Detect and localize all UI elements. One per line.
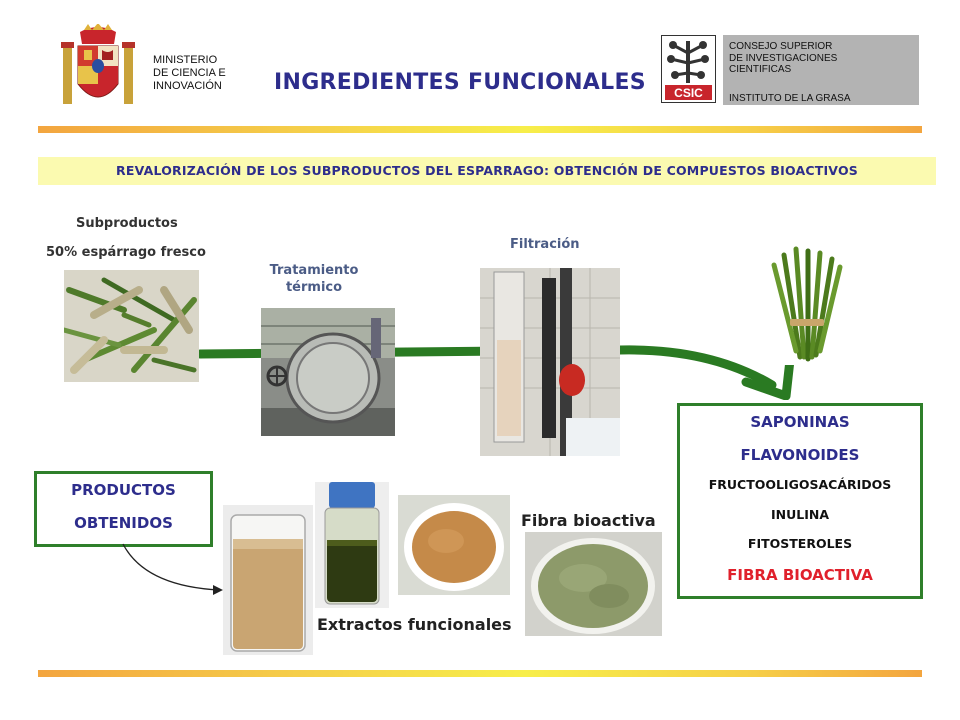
csic-line: CIENTIFICAS <box>729 64 792 75</box>
ministry-line: INNOVACIÓN <box>153 80 222 92</box>
extracts-label: Extractos funcionales <box>317 615 512 634</box>
filtration-label: Filtración <box>510 237 580 252</box>
top-divider <box>38 126 922 133</box>
compounds-box <box>677 403 923 599</box>
csic-line: DE INVESTIGACIONES <box>729 52 838 64</box>
products-connector-arrow <box>115 540 235 600</box>
compound-saponinas: SAPONINAS <box>750 413 850 431</box>
byproducts-detail: 50% espárrago fresco <box>46 245 206 260</box>
products-box-line: OBTENIDOS <box>74 514 173 532</box>
page-title: INGREDIENTES FUNCIONALES <box>274 70 646 95</box>
products-box <box>34 471 213 547</box>
csic-name: CONSEJO SUPERIOR DE INVESTIGACIONES CIEN… <box>729 41 837 76</box>
compound-fitosteroles: FITOSTEROLES <box>747 536 853 551</box>
thermal-treatment-label: Tratamiento térmico <box>269 263 359 295</box>
subtitle: REVALORIZACIÓN DE LOS SUBPRODUCTOS DEL E… <box>116 163 858 178</box>
ministry-name: MINISTERIO DE CIENCIA E INNOVACIÓN <box>153 54 226 93</box>
csic-line: CONSEJO SUPERIOR <box>729 41 833 52</box>
csic-header-box <box>723 35 919 105</box>
bottom-divider <box>38 670 922 677</box>
ministry-line: DE CIENCIA E <box>153 67 226 79</box>
csic-logo: CSIC <box>661 35 716 103</box>
compound-fructooligosacaridos: FRUCTOOLIGOSACÁRIDOS <box>708 477 892 492</box>
compound-fibra-bioactiva: FIBRA BIOACTIVA <box>727 566 873 584</box>
filtration-photo <box>480 268 620 456</box>
beaker-extract-photo <box>223 505 313 655</box>
asparagus-bunch-photo <box>760 245 850 365</box>
byproducts-label: Subproductos <box>76 216 178 231</box>
bioactive-fiber-photo <box>525 532 662 636</box>
byproducts-photo <box>64 270 199 382</box>
green-extract-bottle-photo <box>315 482 389 608</box>
fiber-label: Fibra bioactiva <box>521 511 656 530</box>
csic-logo-text: CSIC <box>674 86 703 100</box>
ministry-line: MINISTERIO <box>153 54 218 66</box>
process-flow-arrow <box>190 330 810 400</box>
spain-coat-of-arms-logo <box>58 24 138 114</box>
subtitle-band <box>38 157 936 185</box>
products-box-line: PRODUCTOS <box>71 481 176 499</box>
compound-flavonoides: FLAVONOIDES <box>740 446 860 464</box>
autoclave-photo <box>261 308 395 436</box>
institute-name: INSTITUTO DE LA GRASA <box>729 93 851 104</box>
powder-extract-photo <box>398 495 510 595</box>
compound-inulina: INULINA <box>770 507 829 522</box>
